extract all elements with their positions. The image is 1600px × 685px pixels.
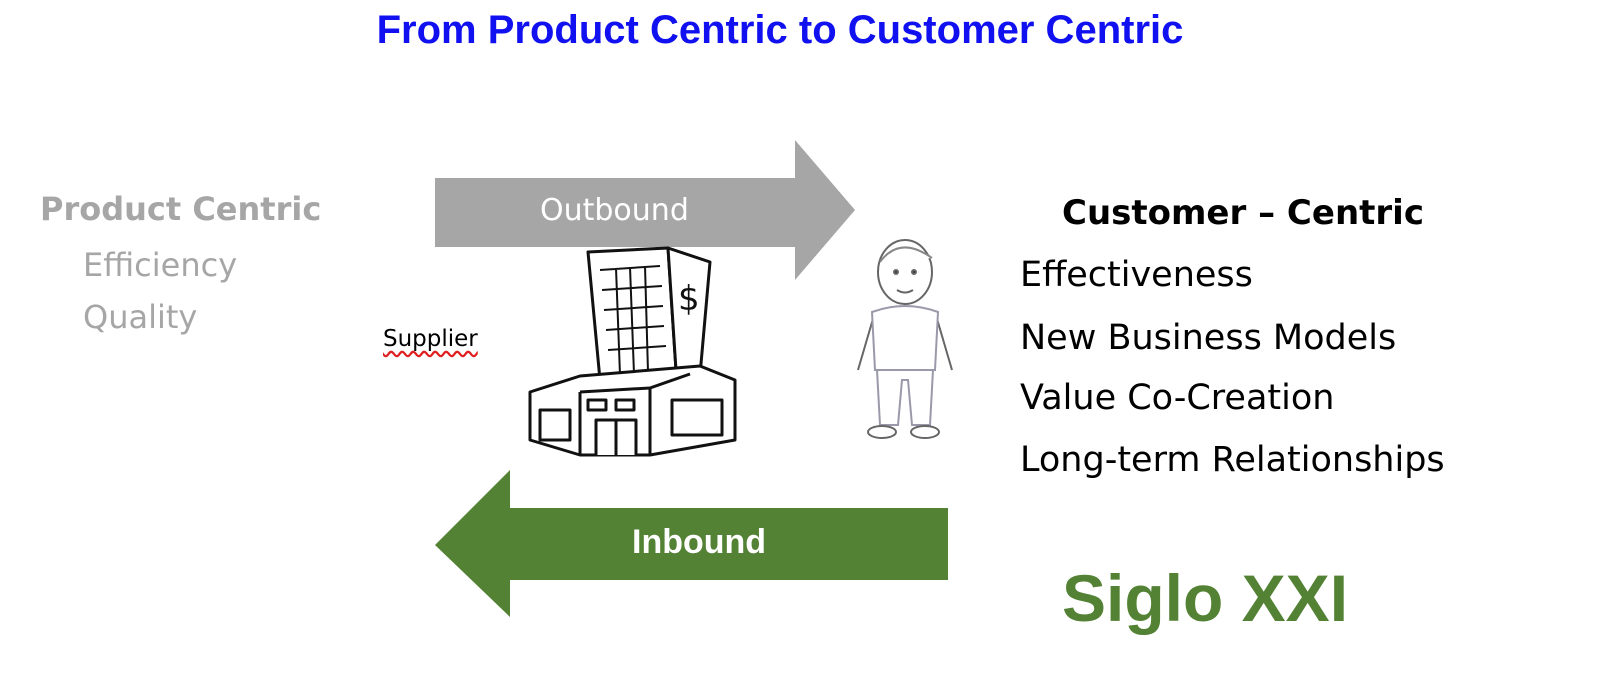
siglo-xxi-label: Siglo XXI — [1062, 561, 1349, 635]
outbound-label: Outbound — [540, 193, 689, 228]
product-item: Efficiency — [83, 246, 238, 284]
customer-centric-heading: Customer – Centric — [1062, 193, 1424, 233]
customer-item: Effectiveness — [1020, 255, 1253, 295]
customer-item: Long-term Relationships — [1020, 440, 1445, 480]
svg-text:$: $ — [678, 279, 700, 319]
customer-item: New Business Models — [1020, 318, 1397, 358]
product-item: Quality — [83, 298, 198, 336]
outbound-arrow — [435, 140, 855, 280]
inbound-label: Inbound — [632, 523, 767, 561]
page-title: From Product Centric to Customer Centric — [376, 8, 1184, 52]
supplier-label: Supplier — [383, 326, 478, 352]
customer-person-icon — [857, 239, 953, 439]
customer-item: Value Co-Creation — [1020, 378, 1335, 418]
inbound-arrow — [435, 470, 948, 617]
building-icon: $ — [528, 246, 737, 457]
product-centric-heading: Product Centric — [40, 190, 322, 228]
